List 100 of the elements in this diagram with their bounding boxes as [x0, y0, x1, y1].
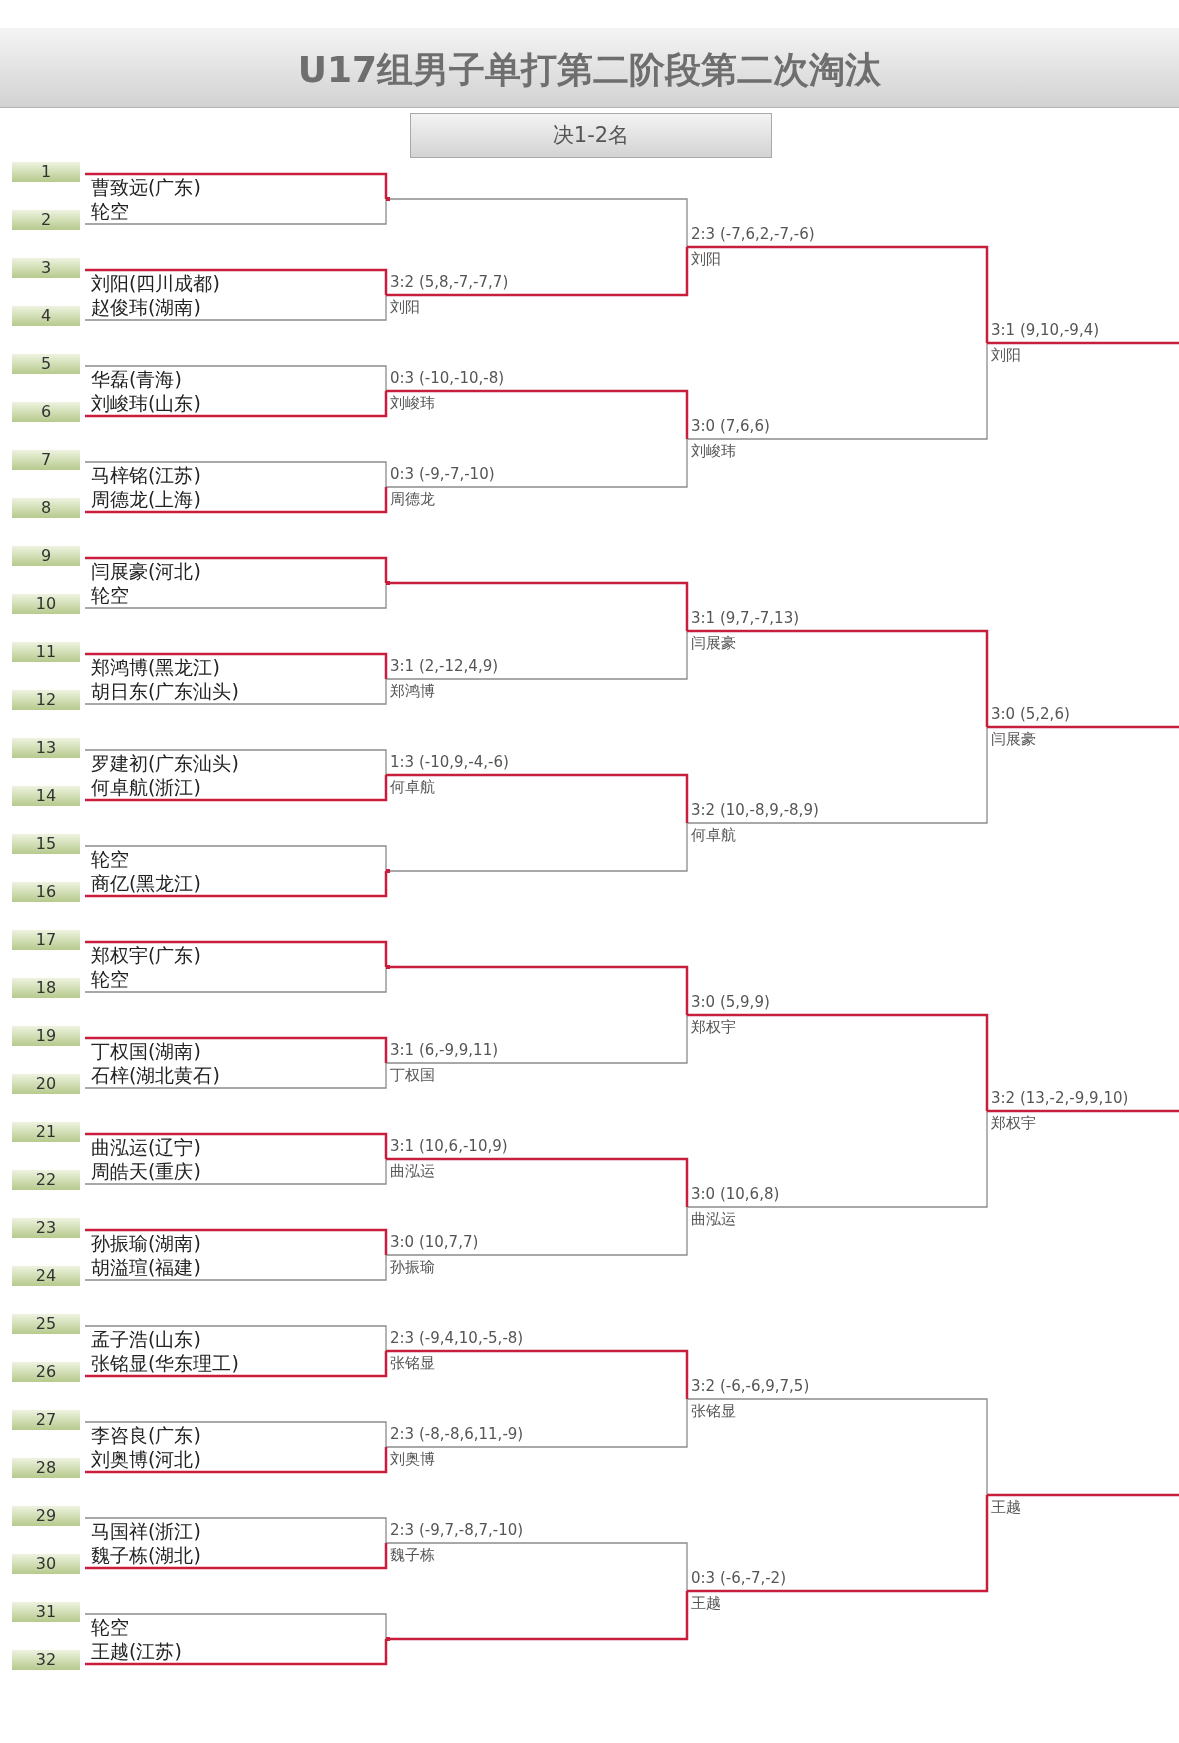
- bracket-junction: [386, 1637, 390, 1641]
- winner-name: 王越: [691, 1594, 721, 1612]
- match-score: 3:1 (2,-12,4,9): [390, 657, 499, 675]
- seed-number-tab: 24: [12, 1266, 80, 1286]
- player-name: 曲泓运(辽宁): [85, 1134, 385, 1160]
- player-name: 魏子栋(湖北): [85, 1542, 385, 1568]
- match-score: 3:0 (5,2,6): [991, 705, 1070, 723]
- player-name: 罗建初(广东汕头): [85, 750, 385, 776]
- bracket-line: [386, 389, 689, 439]
- match-score: 3:1 (9,7,-7,13): [691, 609, 800, 627]
- seed-number-tab: 14: [12, 786, 80, 806]
- match-score: 3:0 (5,9,9): [691, 993, 770, 1011]
- winner-name: 孙振瑜: [390, 1258, 435, 1276]
- seed-number-tab: 20: [12, 1074, 80, 1094]
- bracket-junction: [386, 869, 390, 873]
- match-score: 3:2 (-6,-6,9,7,5): [691, 1377, 810, 1395]
- bracket-line: [687, 629, 989, 727]
- bracket-line: [987, 1493, 1179, 1497]
- winner-name: 丁权国: [390, 1066, 435, 1084]
- player-name: 胡日东(广东汕头): [85, 678, 385, 704]
- player-name: 赵俊玮(湖南): [85, 294, 385, 320]
- match-score: 1:3 (-10,9,-4,-6): [390, 753, 509, 771]
- match-score: 3:2 (13,-2,-9,9,10): [991, 1089, 1129, 1107]
- winner-name: 周德龙: [390, 490, 435, 508]
- player-name: 商亿(黑龙江): [85, 870, 385, 896]
- player-name: 周德龙(上海): [85, 486, 385, 512]
- seed-number-tab: 13: [12, 738, 80, 758]
- winner-name: 刘阳: [991, 346, 1021, 364]
- page-title: U17组男子单打第二阶段第二次淘汰: [296, 48, 883, 92]
- bracket-line: [385, 1014, 688, 1064]
- player-name: 轮空: [85, 582, 385, 608]
- player-name: 郑权宇(广东): [85, 942, 385, 968]
- bracket-line: [686, 726, 988, 824]
- player-name: 刘阳(四川成都): [85, 270, 385, 296]
- player-name: 胡溢瑄(福建): [85, 1254, 385, 1280]
- seed-number-tab: 5: [12, 354, 80, 374]
- bracket-line: [385, 438, 688, 488]
- match-score: 2:3 (-8,-8,6,11,-9): [390, 1425, 524, 1443]
- seed-number-tab: 8: [12, 498, 80, 518]
- winner-name: 刘奥博: [390, 1450, 435, 1468]
- seed-number-tab: 22: [12, 1170, 80, 1190]
- match-score: 3:1 (10,6,-10,9): [390, 1137, 508, 1155]
- winner-name: 郑鸿博: [390, 682, 435, 700]
- bracket-line: [385, 1398, 688, 1448]
- seed-number-tab: 26: [12, 1362, 80, 1382]
- player-name: 丁权国(湖南): [85, 1038, 385, 1064]
- seed-number-tab: 9: [12, 546, 80, 566]
- match-score: 2:3 (-9,4,10,-5,-8): [390, 1329, 524, 1347]
- seed-number-tab: 2: [12, 210, 80, 230]
- player-name: 轮空: [85, 1614, 385, 1640]
- bracket-line: [386, 773, 689, 823]
- player-name: 郑鸿博(黑龙江): [85, 654, 385, 680]
- seed-number-tab: 6: [12, 402, 80, 422]
- match-score: 2:3 (-7,6,2,-7,-6): [691, 225, 815, 243]
- seed-number-tab: 28: [12, 1458, 80, 1478]
- player-name: 轮空: [85, 846, 385, 872]
- player-name: 孟子浩(山东): [85, 1326, 385, 1352]
- player-name: 轮空: [85, 198, 385, 224]
- seed-number-tab: 23: [12, 1218, 80, 1238]
- seed-number-tab: 10: [12, 594, 80, 614]
- player-name: 何卓航(浙江): [85, 774, 385, 800]
- player-name: 张铭显(华东理工): [85, 1350, 385, 1376]
- winner-name: 何卓航: [691, 826, 736, 844]
- seed-number-tab: 29: [12, 1506, 80, 1526]
- player-name: 轮空: [85, 966, 385, 992]
- seed-number-tab: 27: [12, 1410, 80, 1430]
- seed-number-tab: 7: [12, 450, 80, 470]
- winner-name: 刘阳: [691, 250, 721, 268]
- bracket-junction: [386, 581, 390, 585]
- winner-name: 郑权宇: [691, 1018, 736, 1036]
- winner-name: 郑权宇: [991, 1114, 1036, 1132]
- winner-name: 闫展豪: [691, 634, 736, 652]
- player-name: 周皓天(重庆): [85, 1158, 385, 1184]
- player-name: 曹致远(广东): [85, 174, 385, 200]
- player-name: 孙振瑜(湖南): [85, 1230, 385, 1256]
- bracket-line: [686, 342, 988, 440]
- winner-name: 刘阳: [390, 298, 420, 316]
- bracket-junction: [386, 965, 390, 969]
- player-name: 石梓(湖北黄石): [85, 1062, 385, 1088]
- match-score: 3:0 (7,6,6): [691, 417, 770, 435]
- bracket-line: [386, 1157, 689, 1207]
- match-score: 2:3 (-9,7,-8,7,-10): [390, 1521, 524, 1539]
- seed-number-tab: 15: [12, 834, 80, 854]
- seed-number-tab: 25: [12, 1314, 80, 1334]
- player-name: 刘奥博(河北): [85, 1446, 385, 1472]
- player-name: 刘峻玮(山东): [85, 390, 385, 416]
- bracket-junction: [386, 197, 390, 201]
- bracket-line: [687, 1495, 989, 1593]
- match-score: 3:1 (9,10,-9,4): [991, 321, 1100, 339]
- bracket-line: [385, 1206, 688, 1256]
- seed-number-tab: 12: [12, 690, 80, 710]
- seed-number-tab: 21: [12, 1122, 80, 1142]
- bracket-line: [386, 247, 689, 297]
- match-score: 3:2 (5,8,-7,-7,7): [390, 273, 509, 291]
- bracket-line: [386, 1349, 689, 1399]
- player-name: 闫展豪(河北): [85, 558, 385, 584]
- winner-name: 王越: [991, 1498, 1021, 1516]
- match-score: 3:0 (10,7,7): [390, 1233, 479, 1251]
- round-header-box: 决1-2名: [410, 113, 772, 158]
- bracket-line: [385, 630, 688, 680]
